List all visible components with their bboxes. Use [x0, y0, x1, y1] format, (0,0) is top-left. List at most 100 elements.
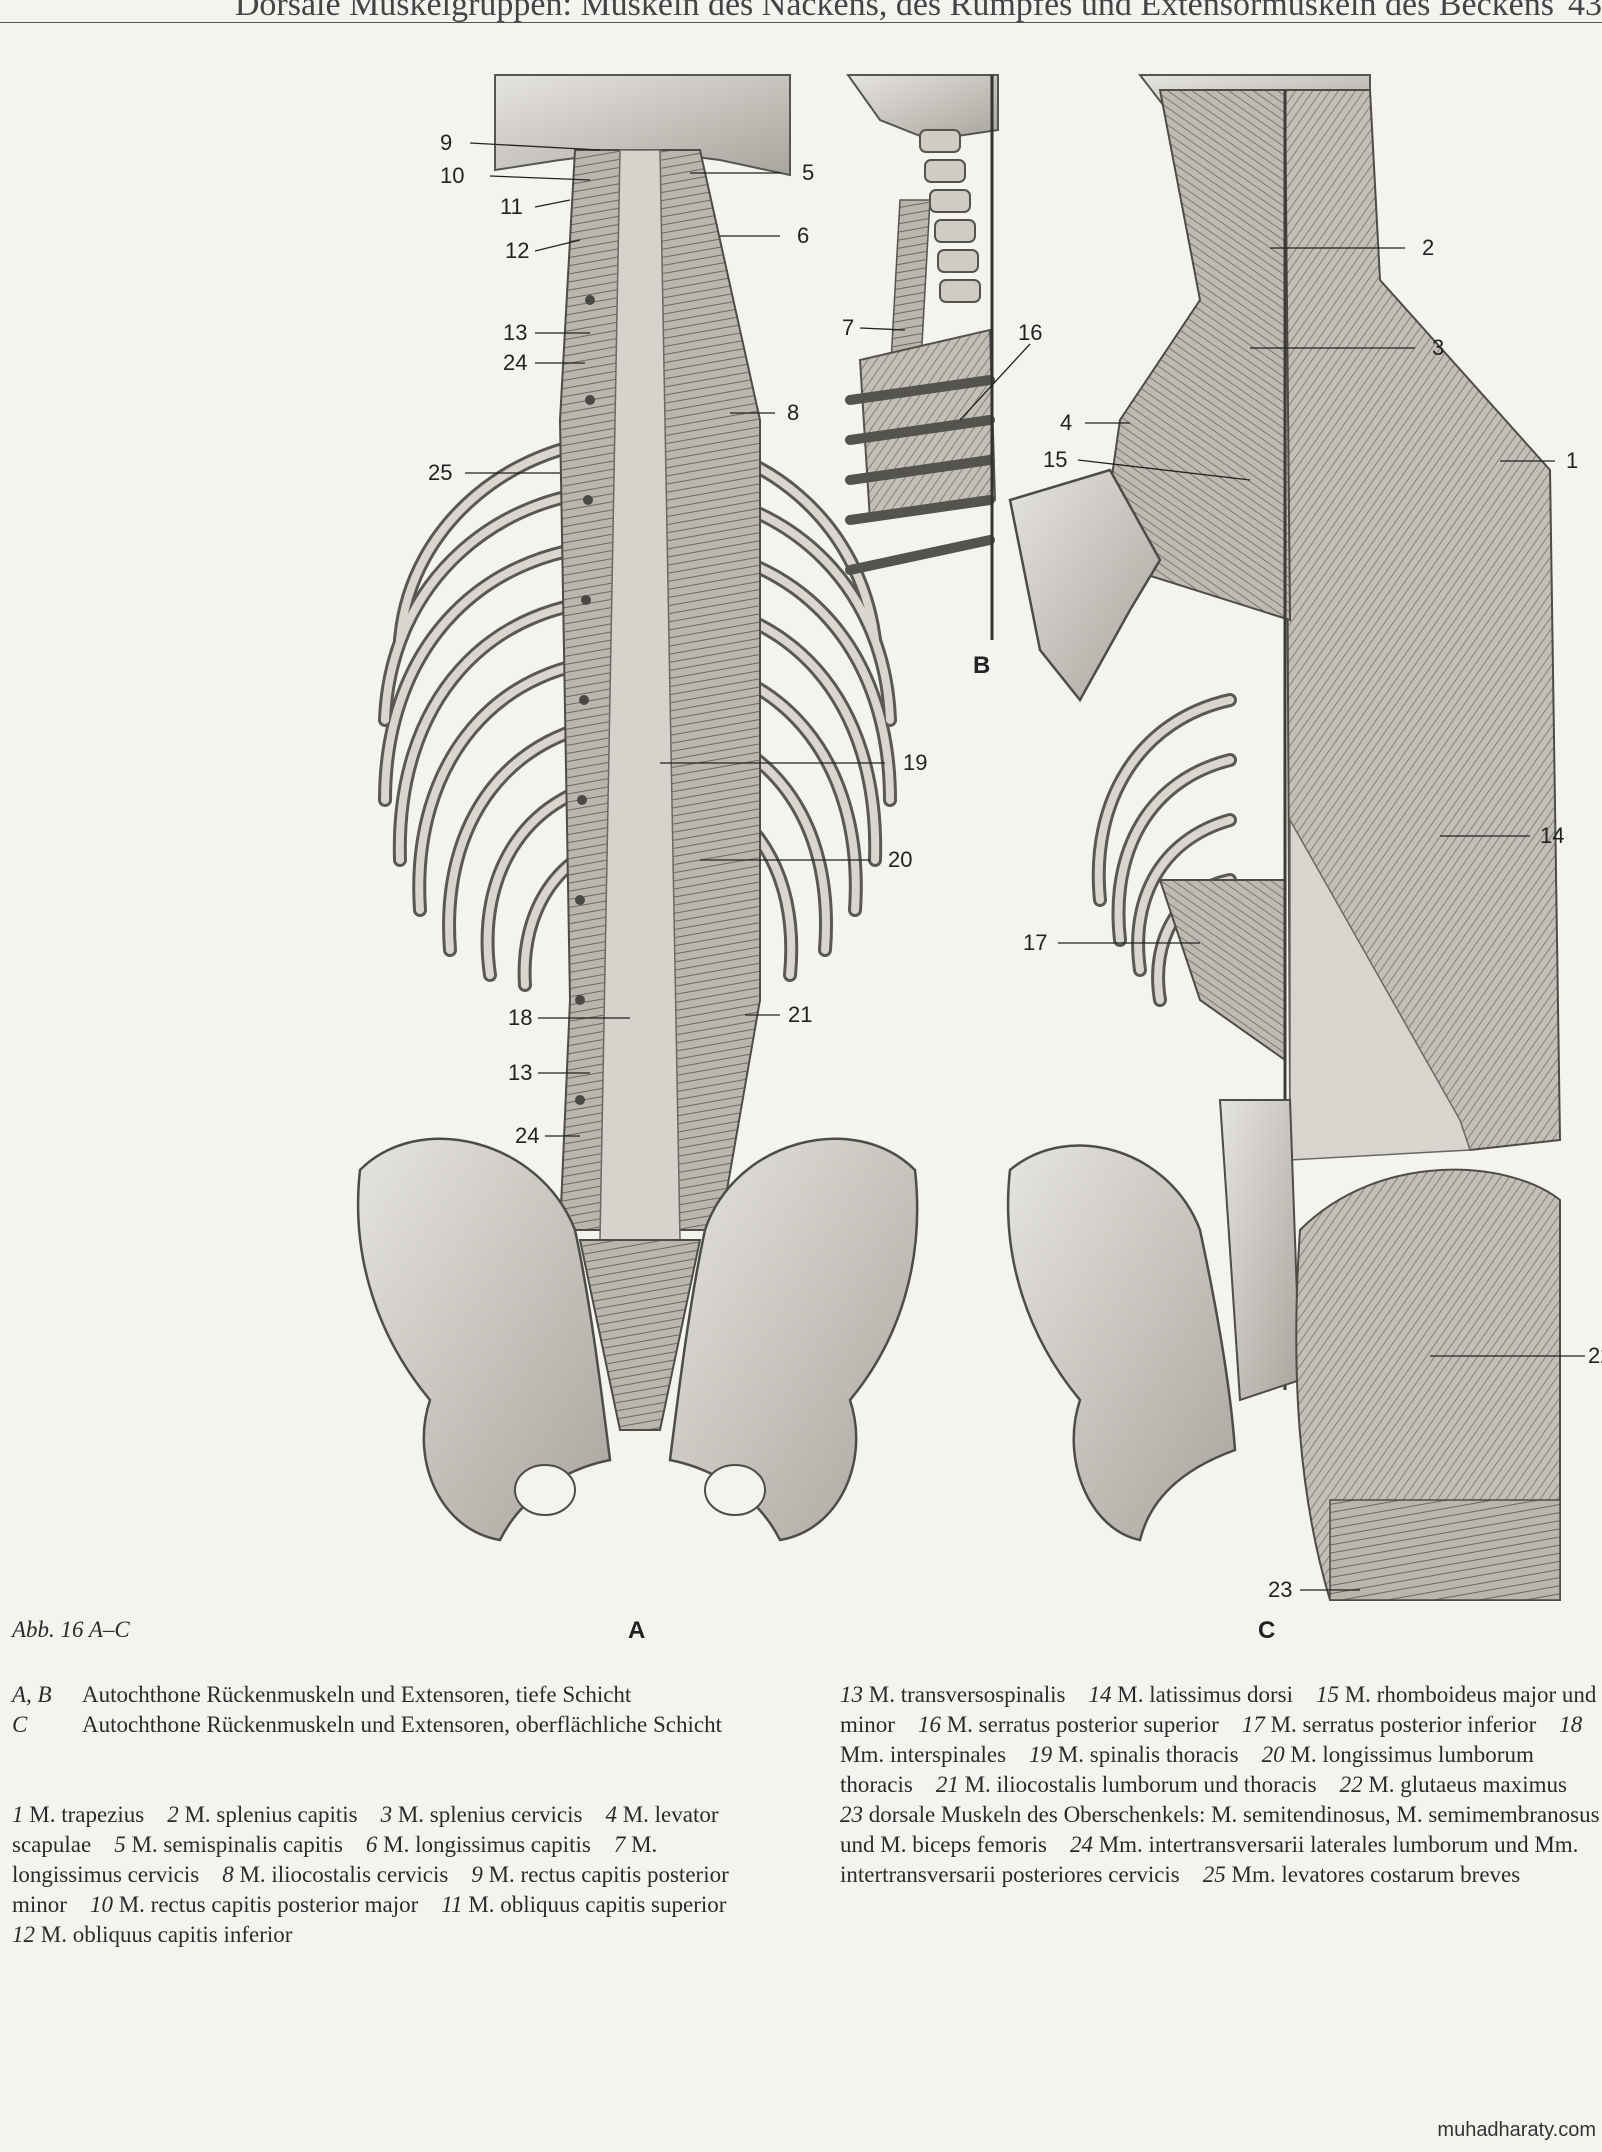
- label-c-3: 3: [1432, 335, 1444, 360]
- legend-number: 2: [167, 1802, 185, 1827]
- legend-number: 13: [840, 1682, 869, 1707]
- legend-number: 21: [935, 1772, 965, 1797]
- panel-letter-a: A: [628, 1617, 645, 1640]
- legend-item-12: 12 M. obliquus capitis inferior: [12, 1922, 292, 1947]
- label-c-17: 17: [1023, 930, 1047, 955]
- legend-left-column: 1 M. trapezius 2 M. splenius capitis 3 M…: [12, 1800, 772, 1950]
- legend-item-23: 23 dorsale Muskeln des Oberschenkels: M.…: [840, 1802, 1600, 1857]
- legend-item-21: 21 M. iliocostalis lumborum und thoracis: [936, 1772, 1317, 1797]
- legend-item-16: 16 M. serratus posterior superior: [918, 1712, 1219, 1737]
- legend-text: M. levator scapulae: [12, 1802, 719, 1857]
- legend-text: M. obliquus capitis inferior: [40, 1922, 293, 1947]
- legend-text: M. longissimus lumborum thoracis: [840, 1742, 1534, 1797]
- panel-c-drawing: [1006, 74, 1562, 1601]
- label-c-14: 14: [1540, 823, 1564, 848]
- legend-number: 4: [605, 1802, 623, 1827]
- legend-number: 18: [1559, 1712, 1583, 1737]
- legend-text: M. serratus posterior inferior: [1270, 1712, 1537, 1737]
- label-a-10: 10: [440, 163, 464, 188]
- label-a-21: 21: [788, 1002, 812, 1027]
- legend-item-5: 5 M. semispinalis capitis: [114, 1832, 343, 1857]
- legend-text: M. glutaeus maximus: [1368, 1772, 1567, 1797]
- legend-text: M. iliocostalis cervicis: [239, 1862, 449, 1887]
- anatomy-figure: 9 10 11 12 13 24 25 5 6 8 19 20 21 18 13…: [356, 74, 1602, 1640]
- legend-text: M. rhomboideus major und minor: [840, 1682, 1597, 1737]
- legend-item-3: 3 M. splenius cervicis: [381, 1802, 583, 1827]
- label-a-18: 18: [508, 1005, 532, 1030]
- legend-number: 12: [12, 1922, 41, 1947]
- label-a-5: 5: [802, 160, 814, 185]
- label-a-12: 12: [505, 238, 529, 263]
- legend-number: 3: [380, 1802, 398, 1827]
- panel-a-drawing: [356, 74, 919, 1542]
- legend-item-7: 7 M. longissimus cervicis: [12, 1832, 657, 1887]
- legend-number: 19: [1029, 1742, 1058, 1767]
- label-a-13-upper: 13: [503, 320, 527, 345]
- legend-item-22: 22 M. glutaeus maximus: [1340, 1772, 1567, 1797]
- caption-ab-text: Autochthone Rückenmuskeln und Extensoren…: [82, 1682, 632, 1707]
- figure-caption: A, B Autochthone Rückenmuskeln und Extens…: [12, 1680, 772, 1740]
- caption-c: C Autochthone Rückenmuskeln und Extensore…: [12, 1710, 772, 1740]
- legend-text: M. spinalis thoracis: [1057, 1742, 1239, 1767]
- page-number: 43: [1568, 0, 1602, 23]
- legend-number: 15: [1315, 1682, 1345, 1707]
- legend-item-17: 17 M. serratus posterior inferior: [1242, 1712, 1536, 1737]
- legend-item-11: 11 M. obliquus capitis superior: [441, 1892, 726, 1917]
- watermark: muhadharaty.com: [1437, 2119, 1596, 2141]
- label-b-16: 16: [1018, 320, 1042, 345]
- label-a-9: 9: [440, 130, 452, 155]
- legend-number: 22: [1339, 1772, 1369, 1797]
- header-title: Dorsale Muskelgruppen: Muskeln des Nacke…: [234, 0, 1554, 23]
- legend-item-6: 6 M. longissimus capitis: [366, 1832, 591, 1857]
- legend-text: M. trapezius: [29, 1802, 145, 1827]
- legend-text: M. longissimus capitis: [383, 1832, 591, 1857]
- legend-number: 20: [1261, 1742, 1291, 1767]
- legend-number: 8: [222, 1862, 240, 1887]
- legend-number: 5: [114, 1832, 132, 1857]
- caption-c-text: Autochthone Rückenmuskeln und Extensoren…: [82, 1712, 722, 1737]
- caption-ab-key: A, B: [12, 1682, 52, 1707]
- legend-number: 9: [471, 1862, 489, 1887]
- legend-text: M. latissimus dorsi: [1117, 1682, 1293, 1707]
- label-a-20: 20: [888, 847, 912, 872]
- caption-ab: A, B Autochthone Rückenmuskeln und Extens…: [12, 1680, 772, 1710]
- legend-text: M. serratus posterior superior: [946, 1712, 1219, 1737]
- legend-text: M. transversospinalis: [868, 1682, 1066, 1707]
- legend-number: 23: [840, 1802, 869, 1827]
- label-c-2: 2: [1422, 235, 1434, 260]
- labels-panel-b: 7 16 B: [842, 315, 1042, 679]
- label-a-13-lower: 13: [508, 1060, 532, 1085]
- label-a-8: 8: [787, 400, 799, 425]
- legend-text: Mm. interspinales: [840, 1742, 1007, 1767]
- caption-c-key: C: [12, 1712, 28, 1737]
- legend-number: 7: [613, 1832, 632, 1857]
- legend-item-1: 1 M. trapezius: [12, 1802, 144, 1827]
- legend-item-25: 25 Mm. levatores costarum breves: [1203, 1862, 1520, 1887]
- legend-item-18: 18 Mm. interspinales: [840, 1712, 1582, 1767]
- label-c-4: 4: [1060, 410, 1072, 435]
- legend-item-10: 10 M. rectus capitis posterior major: [90, 1892, 418, 1917]
- legend-text: M. longissimus cervicis: [12, 1832, 658, 1887]
- label-c-23: 23: [1268, 1577, 1292, 1602]
- figure-number: Abb. 16 A–C: [12, 1617, 130, 1642]
- label-a-24-upper: 24: [503, 350, 527, 375]
- legend-item-19: 19 M. spinalis thoracis: [1029, 1742, 1239, 1767]
- label-c-15: 15: [1043, 447, 1067, 472]
- label-b-7: 7: [842, 315, 854, 340]
- label-c-1: 1: [1566, 448, 1578, 473]
- legend-item-8: 8 M. iliocostalis cervicis: [222, 1862, 448, 1887]
- legend-item-2: 2 M. splenius capitis: [167, 1802, 357, 1827]
- panel-letter-c: C: [1258, 1617, 1275, 1640]
- legend-number: 16: [917, 1712, 947, 1737]
- legend-text: M. splenius capitis: [184, 1802, 358, 1827]
- panel-b-drawing: [845, 74, 999, 640]
- legend-number: 10: [89, 1892, 119, 1917]
- legend-text: M. semispinalis capitis: [131, 1832, 343, 1857]
- legend-item-24: 24 Mm. intertransversarii laterales lumb…: [840, 1832, 1578, 1887]
- legend-text: M. rectus capitis posterior major: [118, 1892, 419, 1917]
- legend-text: M. obliquus capitis superior: [468, 1892, 727, 1917]
- legend-item-9: 9 M. rectus capitis posterior minor: [12, 1862, 729, 1917]
- legend-item-13: 13 M. transversospinalis: [840, 1682, 1066, 1707]
- panel-letter-b: B: [973, 652, 990, 679]
- legend-item-20: 20 M. longissimus lumborum thoracis: [840, 1742, 1534, 1797]
